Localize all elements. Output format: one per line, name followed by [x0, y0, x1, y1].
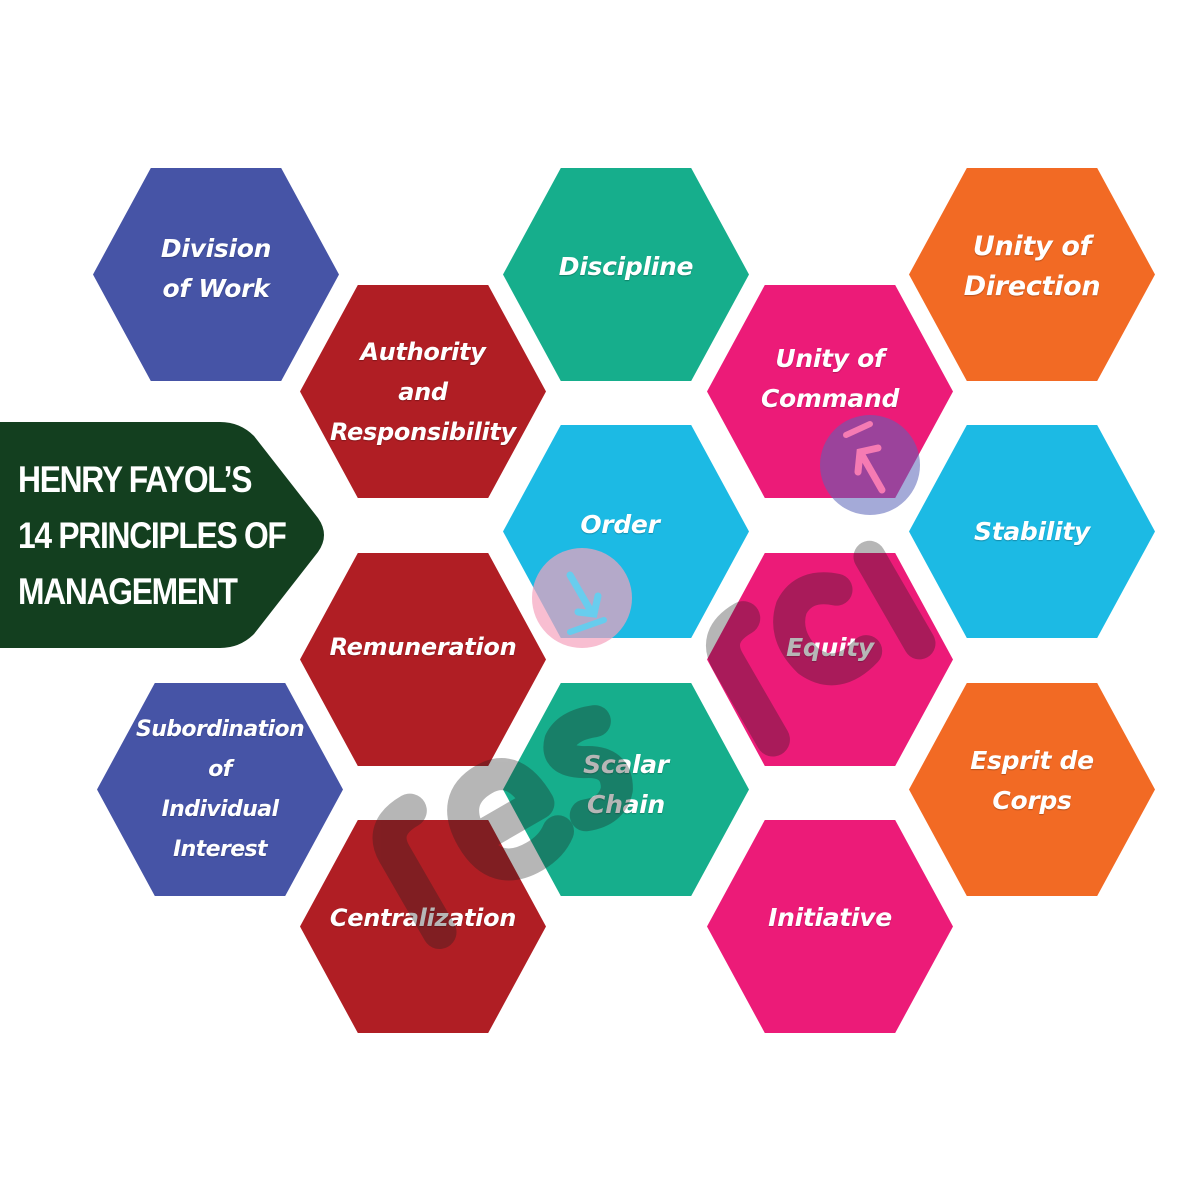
hex-label: Initiative — [768, 902, 892, 932]
hex-label: Order — [580, 509, 660, 539]
page-title: HENRY FAYOL’S 14 PRINCIPLES OF MANAGEMEN… — [18, 452, 287, 620]
title-line-2: 14 PRINCIPLES OF — [18, 515, 287, 556]
hex-label: Centralization — [329, 903, 517, 932]
title-line-1: HENRY FAYOL’S — [18, 459, 252, 500]
title-tag-shape — [0, 422, 324, 648]
hex-centralization: Centralization — [300, 820, 546, 1033]
hex-equity: Equity — [707, 553, 953, 766]
hex-initiative: Initiative — [707, 820, 953, 1033]
hex-label: Discipline — [558, 251, 694, 281]
hex-label: Equity — [786, 632, 874, 662]
hex-label: Remuneration — [329, 632, 517, 661]
hex-order: Order — [503, 425, 749, 638]
hex-stability: Stability — [909, 425, 1155, 638]
hex-label: Stability — [974, 516, 1090, 546]
hex-remuneration: Remuneration — [300, 553, 546, 766]
title-line-3: MANAGEMENT — [18, 571, 238, 612]
hex-discipline: Discipline — [503, 168, 749, 381]
title-tag: HENRY FAYOL’S 14 PRINCIPLES OF MANAGEMEN… — [0, 422, 328, 648]
